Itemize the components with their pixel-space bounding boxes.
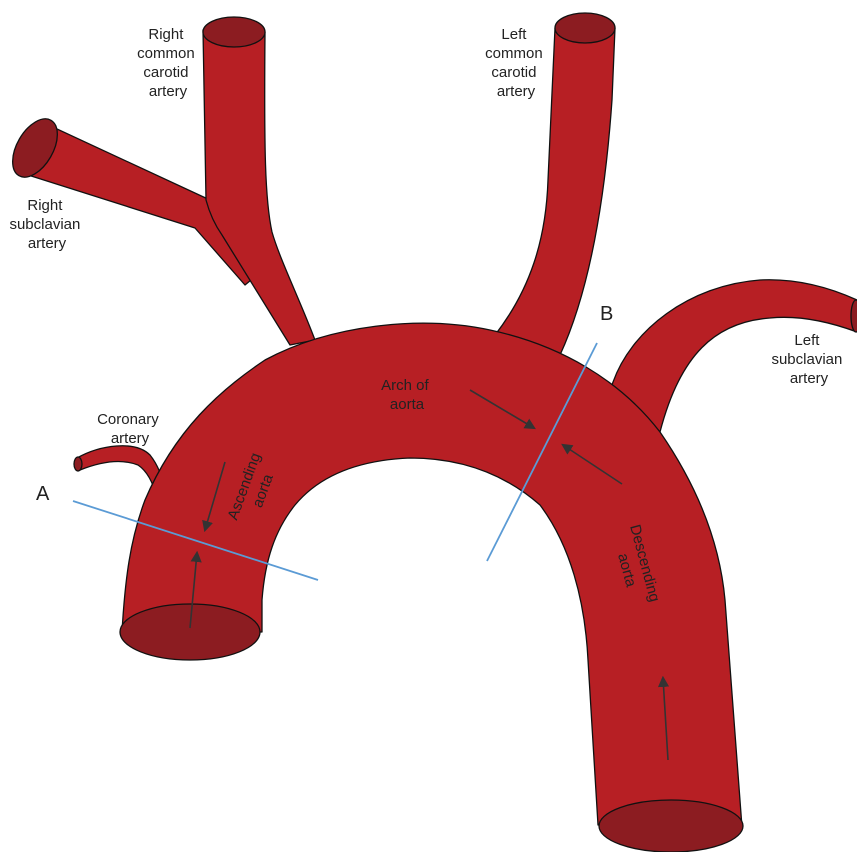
- label-left-subclavian: Left subclavian artery: [771, 332, 846, 387]
- left-common-carotid-opening: [555, 13, 615, 43]
- label-left-common-carotid: Left common carotid artery: [485, 26, 547, 100]
- coronary-artery-opening: [74, 457, 82, 471]
- right-common-carotid-opening: [203, 17, 265, 47]
- section-label-b: B: [600, 303, 613, 325]
- descending-aorta-opening: [599, 800, 743, 852]
- label-right-subclavian: Right subclavian artery: [9, 197, 84, 252]
- section-label-a: A: [36, 483, 50, 505]
- right-common-carotid-shape: [203, 30, 315, 345]
- ascending-aorta-root-opening: [120, 604, 260, 660]
- label-coronary-artery: Coronary artery: [97, 411, 163, 447]
- left-subclavian-opening: [851, 300, 857, 332]
- label-right-common-carotid: Right common carotid artery: [137, 26, 199, 100]
